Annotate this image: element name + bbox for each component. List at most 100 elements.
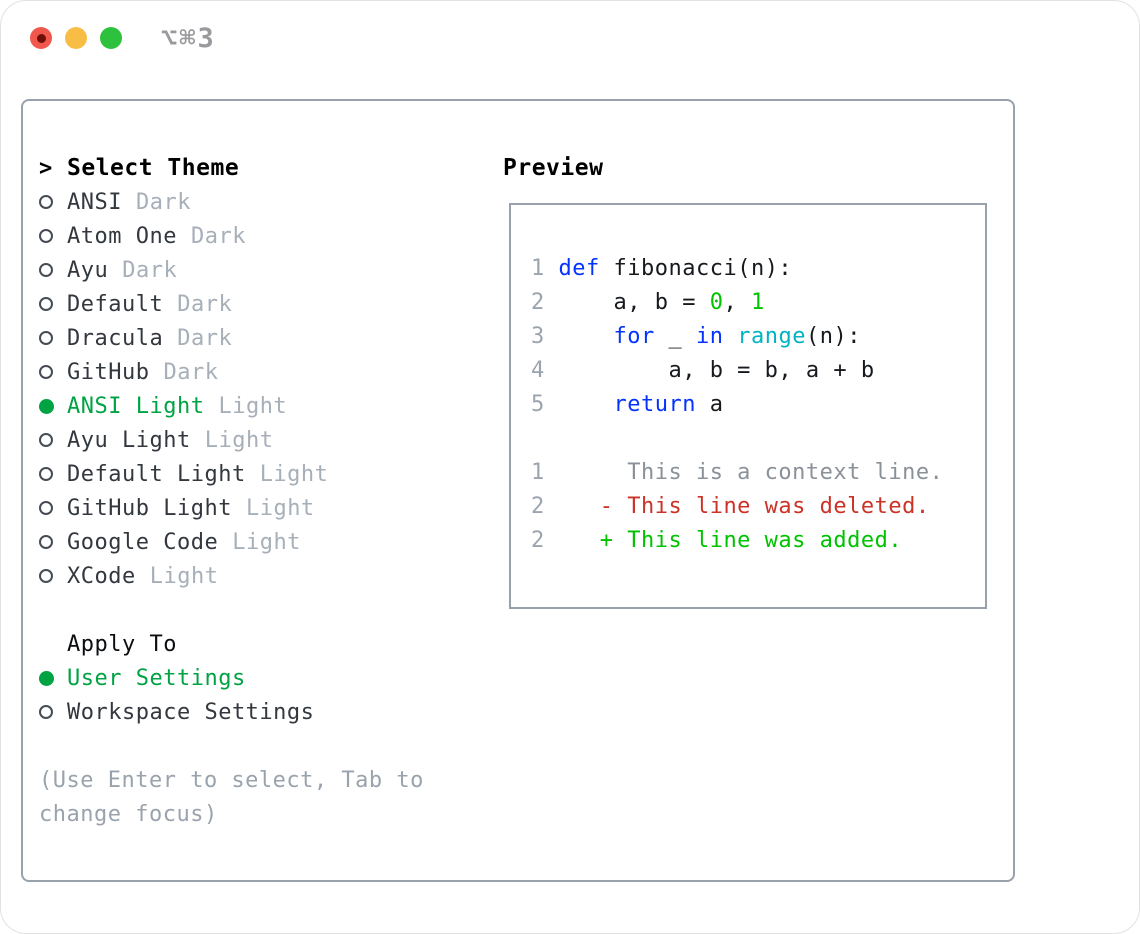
- theme-option[interactable]: ANSI Dark: [39, 185, 328, 219]
- bullet-cell: [39, 433, 67, 447]
- code-line: 4 a, b = b, a + b: [531, 354, 985, 388]
- bullet-cell: [39, 705, 67, 719]
- bullet-cell: [39, 398, 67, 414]
- bullet-cell: [39, 365, 67, 379]
- code-token: [559, 392, 614, 417]
- code-line: [531, 422, 985, 456]
- focus-caret-icon: >: [39, 155, 53, 181]
- code-token: fibonacci(n):: [599, 256, 793, 281]
- theme-option-label: GitHub: [67, 359, 150, 385]
- theme-option[interactable]: Ayu Light Light: [39, 423, 328, 457]
- theme-option-label: ANSI Light: [67, 393, 205, 419]
- code-token: (n):: [805, 324, 861, 349]
- zoom-button[interactable]: [100, 27, 122, 49]
- radio-selected-icon: [39, 398, 54, 414]
- line-number: 4: [531, 358, 559, 383]
- close-dot-icon: [36, 33, 46, 43]
- apply-option[interactable]: User Settings: [39, 661, 314, 695]
- theme-variant-label: Light: [218, 393, 288, 419]
- code-token: return: [613, 392, 696, 417]
- line-number: 5: [531, 392, 559, 417]
- theme-option-label: GitHub Light: [67, 495, 232, 521]
- theme-variant-label: Light: [204, 427, 274, 453]
- apply-to-title: Apply To: [67, 631, 177, 657]
- window-shortcut-label: ⌥⌘3: [161, 23, 216, 54]
- code-token: + This line was added.: [558, 528, 903, 553]
- theme-variant-label: Dark: [177, 291, 233, 317]
- code-line: 5 return a: [531, 388, 985, 422]
- code-token: a, b =: [558, 290, 710, 315]
- radio-icon: [39, 263, 53, 277]
- bullet-cell: [39, 331, 67, 345]
- theme-option-label: Default Light: [67, 461, 246, 487]
- bullet-cell: [39, 501, 67, 515]
- code-token: a: [695, 392, 724, 417]
- titlebar: ⌥⌘3: [1, 1, 1139, 75]
- code-line: 1 def fibonacci(n):: [531, 252, 985, 286]
- theme-variant-label: Dark: [135, 189, 191, 215]
- radio-icon: [39, 433, 53, 447]
- apply-option-label: Workspace Settings: [67, 699, 315, 725]
- code-token: This is a context line.: [558, 460, 944, 485]
- theme-variant-label: Light: [245, 495, 315, 521]
- theme-variant-label: Light: [149, 563, 219, 589]
- radio-icon: [39, 331, 53, 345]
- hint-line-2: change focus): [39, 801, 218, 827]
- close-button[interactable]: [30, 27, 52, 49]
- radio-icon: [39, 705, 53, 719]
- theme-option[interactable]: ANSI Light Light: [39, 389, 328, 423]
- theme-option-label: Ayu Light: [67, 427, 191, 453]
- bullet-cell: [39, 229, 67, 243]
- theme-option[interactable]: XCode Light: [39, 559, 328, 593]
- apply-option[interactable]: Workspace Settings: [39, 695, 314, 729]
- radio-icon: [39, 195, 53, 209]
- bullet-cell: [39, 263, 67, 277]
- line-number: 1: [531, 256, 559, 281]
- line-number: 2: [531, 494, 559, 519]
- code-token: in: [695, 324, 724, 349]
- select-theme-title: Select Theme: [67, 155, 240, 181]
- bullet-cell: [39, 195, 67, 209]
- bullet-cell: [39, 297, 67, 311]
- code-token: _: [654, 324, 696, 349]
- code-line: 1 This is a context line.: [531, 456, 985, 490]
- theme-option[interactable]: GitHub Light Light: [39, 491, 328, 525]
- minimize-button[interactable]: [65, 27, 87, 49]
- code-token: [723, 324, 737, 349]
- bullet-cell: [39, 670, 67, 686]
- code-token: range: [737, 324, 806, 349]
- radio-icon: [39, 365, 53, 379]
- code-token: def: [558, 256, 600, 281]
- code-token: ,: [723, 290, 751, 315]
- hint-line-1: (Use Enter to select, Tab to: [39, 767, 424, 793]
- theme-variant-label: Light: [232, 529, 301, 555]
- line-number: 1: [531, 460, 559, 485]
- theme-option-label: Ayu: [67, 257, 109, 283]
- radio-icon: [39, 229, 53, 243]
- code-token: a, b = b, a + b: [558, 358, 875, 383]
- line-number: 2: [531, 528, 559, 553]
- radio-selected-icon: [39, 670, 54, 686]
- radio-icon: [39, 535, 53, 549]
- radio-icon: [39, 569, 53, 583]
- line-number: 3: [531, 324, 559, 349]
- theme-variant-label: Dark: [177, 325, 233, 351]
- theme-option-label: XCode: [67, 563, 136, 589]
- select-theme-header: > Select Theme: [39, 151, 239, 185]
- theme-option-label: ANSI: [67, 189, 122, 215]
- code-line: 2 a, b = 0, 1: [531, 286, 985, 320]
- theme-option-label: Atom One: [67, 223, 177, 249]
- code-token: [559, 324, 614, 349]
